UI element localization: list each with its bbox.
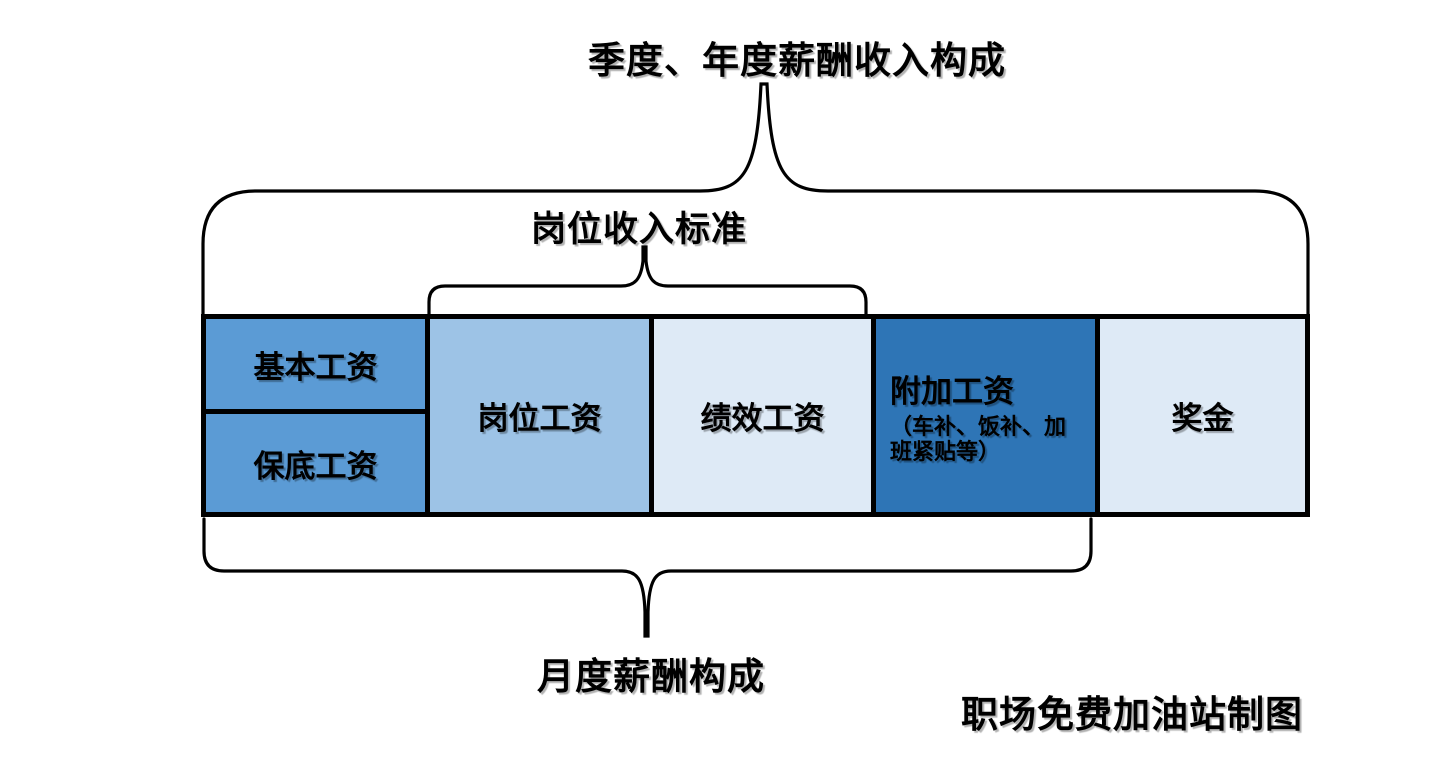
box-guaranteed-salary: 保底工资 [206,409,425,512]
box-additional-salary-sublabel: （车补、饭补、加班紧贴等） [890,414,1067,464]
diagram-title: 季度、年度薪酬收入构成 [588,40,1006,81]
box-performance-salary-label: 绩效工资 [700,401,825,436]
box-additional-salary-text: 附加工资 （车补、饭补、加班紧贴等） [876,366,1095,464]
box-guaranteed-salary-label: 保底工资 [253,448,378,484]
position-income-standard-label: 岗位收入标准 [531,210,748,249]
monthly-salary-composition-label: 月度薪酬构成 [537,656,765,697]
box-bonus: 奖金 [1095,319,1305,512]
box-position-salary: 岗位工资 [425,319,649,512]
left-stacked-column: 基本工资 保底工资 [206,319,425,512]
credit-watermark: 职场免费加油站制图 [961,694,1303,735]
box-position-salary-label: 岗位工资 [477,401,602,436]
box-basic-salary-label: 基本工资 [253,349,378,385]
middle-brace [427,245,868,317]
salary-boxes-row: 基本工资 保底工资 岗位工资 绩效工资 附加工资 （车补、饭补、加班紧贴等） 奖… [201,314,1310,517]
box-additional-salary: 附加工资 （车补、饭补、加班紧贴等） [871,319,1095,512]
box-performance-salary: 绩效工资 [649,319,871,512]
box-bonus-label: 奖金 [1171,401,1234,436]
box-additional-salary-label: 附加工资 [890,374,1014,410]
top-brace [201,82,1310,316]
bottom-brace [202,517,1093,638]
box-basic-salary: 基本工资 [206,319,425,410]
